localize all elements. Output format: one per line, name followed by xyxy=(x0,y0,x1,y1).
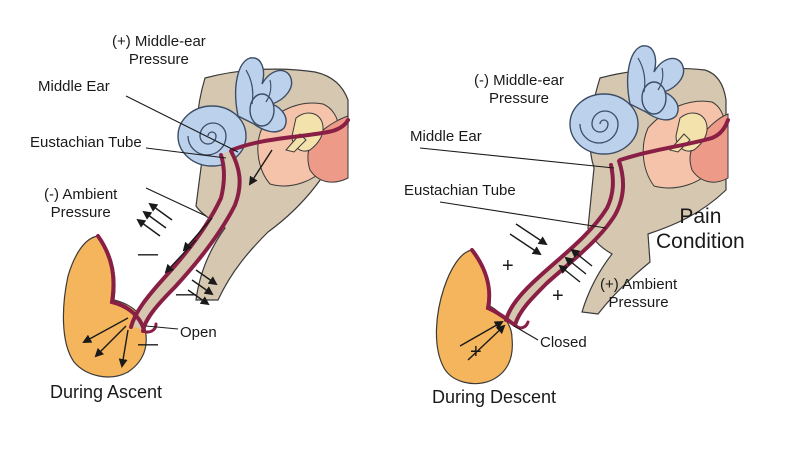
descent-arrows xyxy=(459,223,593,361)
ascent-ambient-pressure-line1: (-) Ambient xyxy=(44,186,118,203)
descent-condition-label: Pain Condition xyxy=(656,204,745,254)
ascent-arrows xyxy=(82,149,273,368)
descent-ear-canal xyxy=(689,113,729,183)
descent-throat-plus-sign: + xyxy=(470,341,482,363)
ascent-caption: During Ascent xyxy=(50,382,163,402)
ascent-throat-minus-sign: — xyxy=(138,333,158,355)
descent-eustachian-tube-label: Eustachian Tube xyxy=(404,182,516,199)
descent-ambient-pressure-line1: (+) Ambient xyxy=(600,276,678,293)
ascent-minus-sign-lower: — xyxy=(176,283,196,305)
ascent-throat xyxy=(62,235,147,378)
descent-leader-lines xyxy=(419,147,615,341)
descent-panel xyxy=(435,45,730,385)
descent-middle-ear-label: Middle Ear xyxy=(410,128,482,145)
ascent-ambient-pressure-line2: Pressure xyxy=(50,204,111,221)
ascent-middle-ear-pressure-line1: (+) Middle-ear xyxy=(112,33,206,50)
ascent-ossicles xyxy=(285,112,324,153)
descent-ambient-pressure-label: (+) Ambient Pressure xyxy=(600,276,677,312)
ascent-middle-ear-label: Middle Ear xyxy=(38,78,110,95)
descent-middle-ear-pressure-label: (-) Middle-ear Pressure xyxy=(474,72,564,108)
ascent-ear-canal xyxy=(307,115,349,183)
ascent-middle-ear-pressure-label: (+) Middle-ear Pressure xyxy=(112,33,206,69)
descent-plus-sign-lower: + xyxy=(552,285,564,307)
descent-condition-line2: Condition xyxy=(656,230,745,253)
descent-inner-ear xyxy=(569,45,685,155)
ascent-minus-sign-upper: — xyxy=(138,243,158,265)
descent-condition-line1: Pain xyxy=(679,205,722,228)
descent-plus-sign-upper: + xyxy=(502,255,514,277)
descent-eustachian-tube xyxy=(506,160,625,324)
descent-ambient-pressure-line2: Pressure xyxy=(608,294,669,311)
ascent-ambient-pressure-label: (-) Ambient Pressure xyxy=(44,186,117,222)
ascent-leader-lines xyxy=(125,95,239,330)
descent-tube-state-label: Closed xyxy=(540,334,587,351)
descent-middle-ear-pressure-line2: Pressure xyxy=(488,90,550,107)
descent-middle-ear-pressure-line1: (-) Middle-ear xyxy=(474,72,565,89)
ascent-middle-ear-pressure-line2: Pressure xyxy=(128,51,189,68)
descent-caption: During Descent xyxy=(432,387,557,407)
ascent-tube-state-label: Open xyxy=(180,324,217,341)
ascent-eustachian-tube-label: Eustachian Tube xyxy=(30,134,142,151)
